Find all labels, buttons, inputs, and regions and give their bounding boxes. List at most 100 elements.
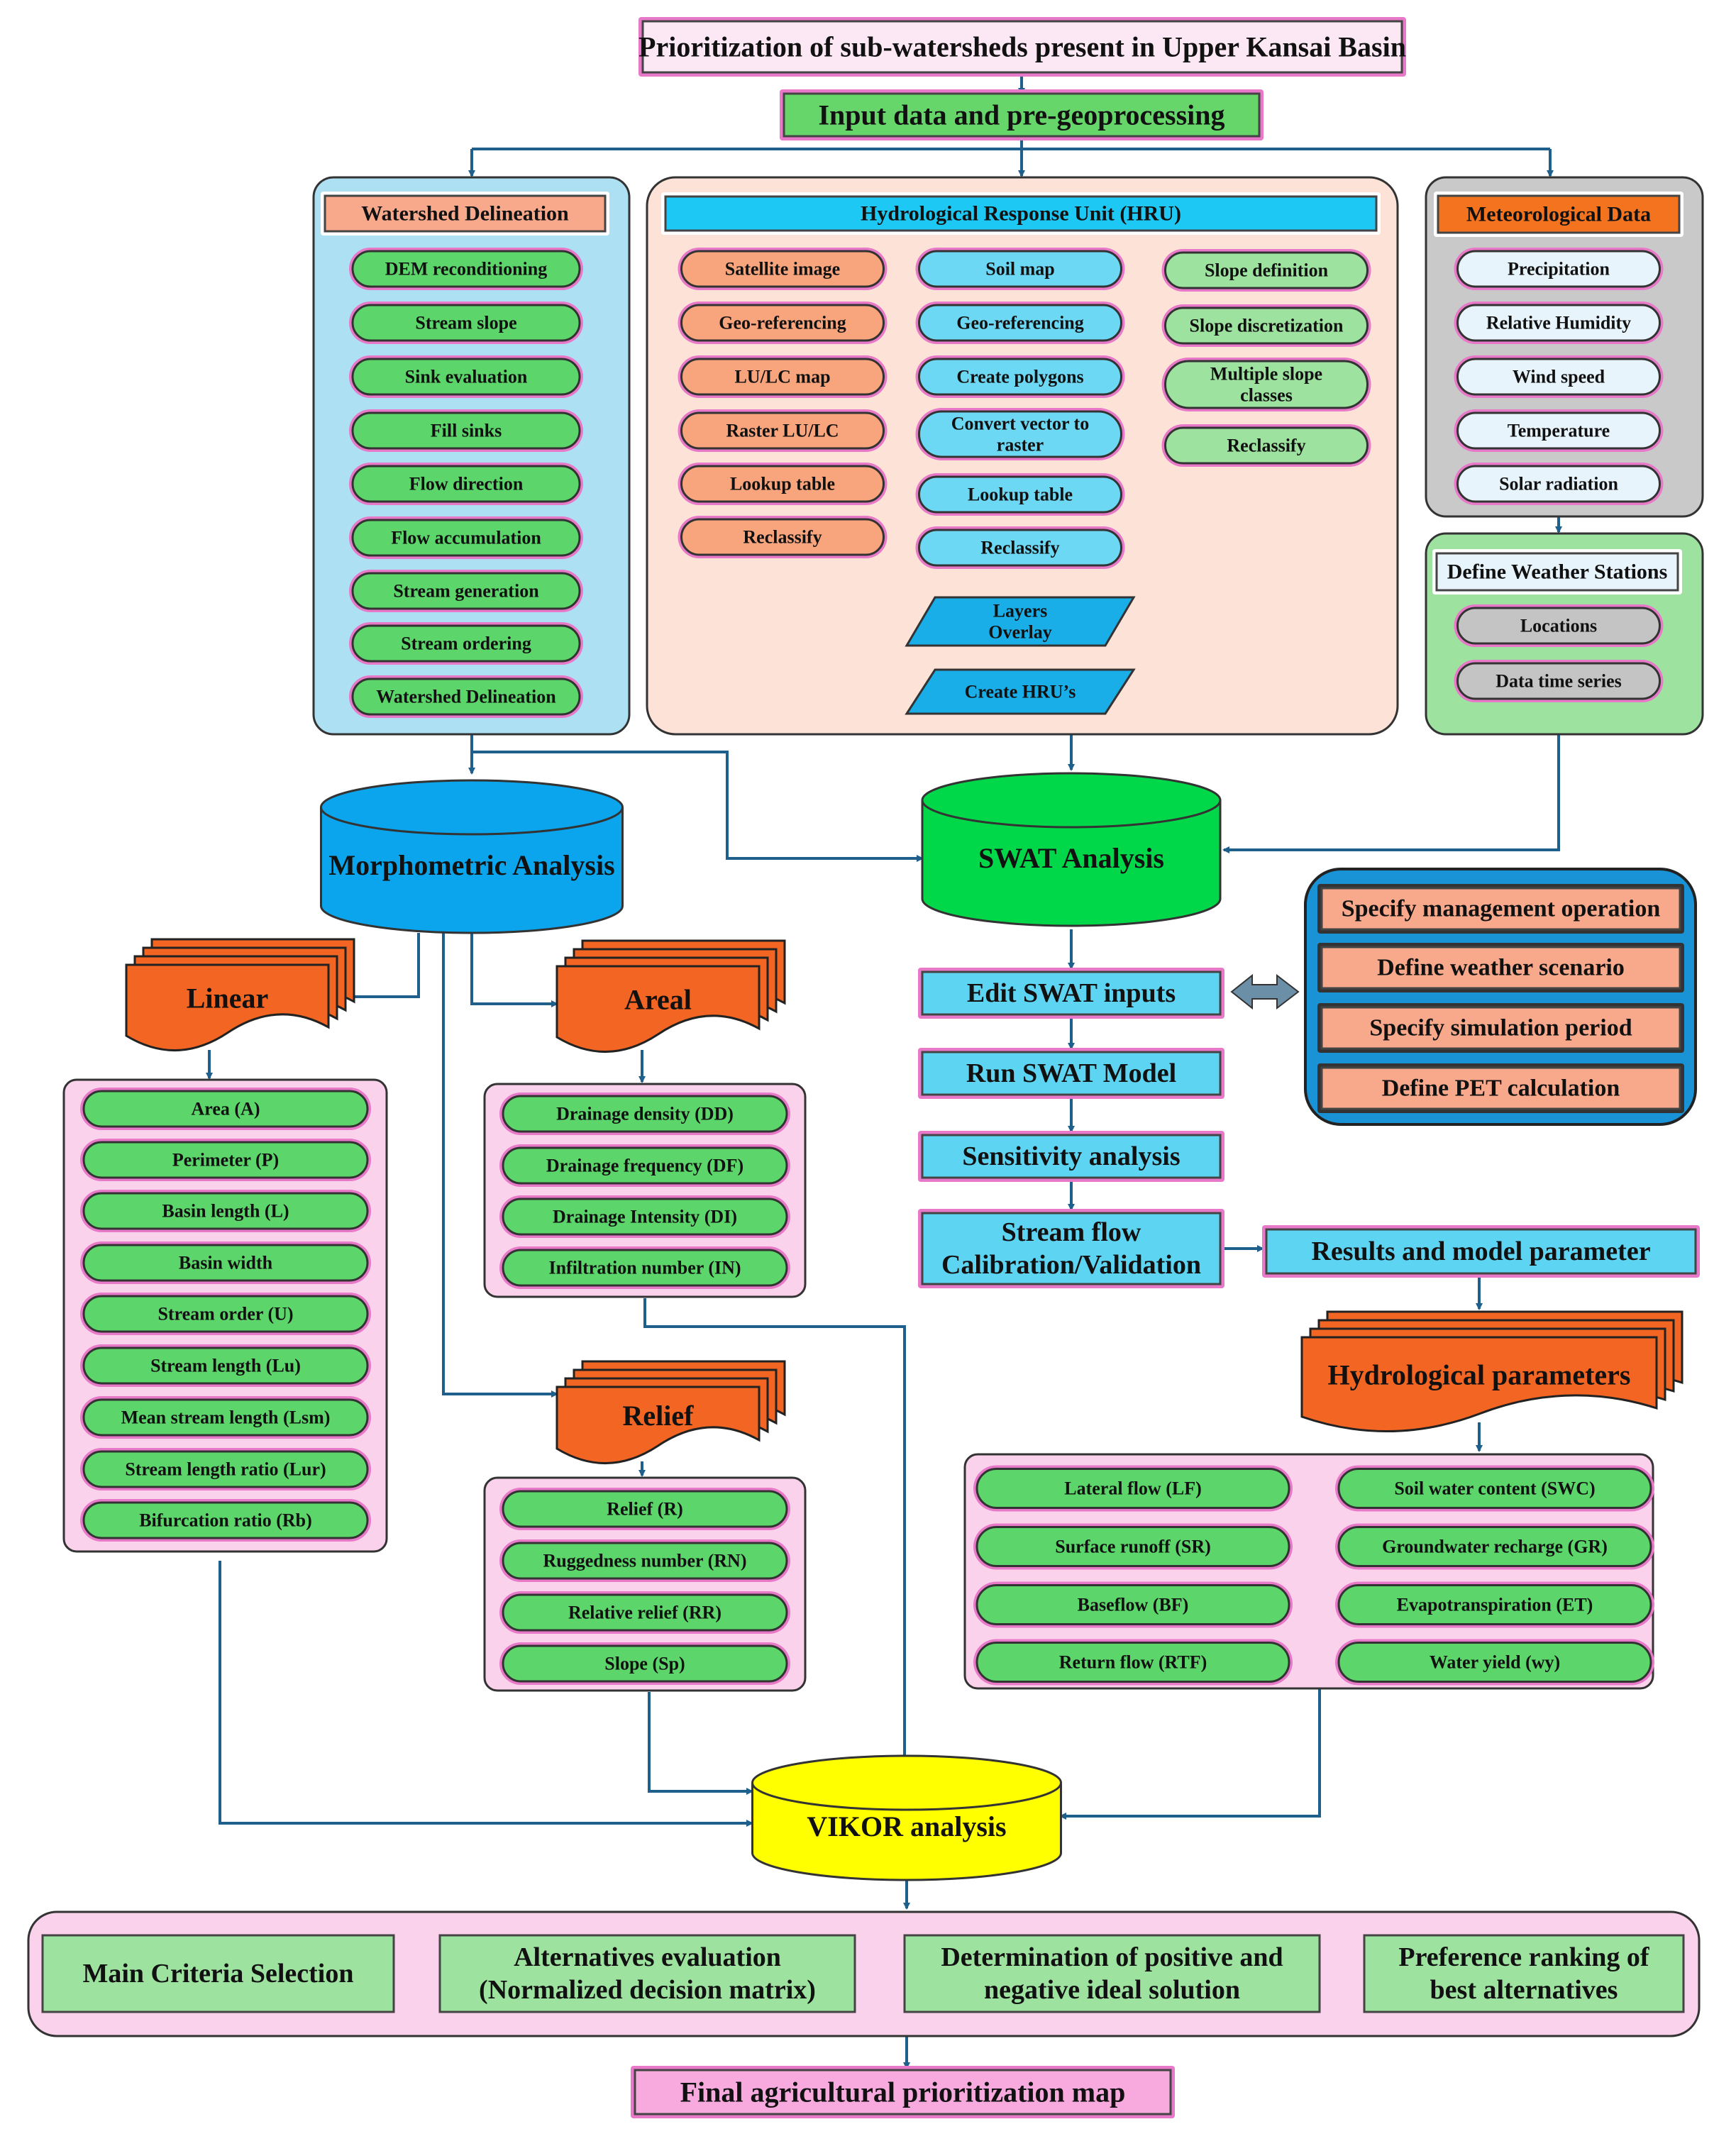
areal-param: Infiltration number (IN): [499, 1246, 790, 1289]
vikor-step: Alternatives evaluation(Normalized decis…: [438, 1934, 856, 2013]
hru-landuse-step-label: Reclassify: [743, 527, 822, 548]
meteo-item-label: Relative Humidity: [1486, 313, 1631, 333]
areal-panel: [483, 1083, 807, 1298]
hru-slope-step-label: Slope definition: [1205, 260, 1329, 281]
hydro-param-label: Soil water content (SWC): [1394, 1478, 1595, 1499]
watershed-step-label: Stream ordering: [401, 634, 531, 654]
relief-param: Ruggedness number (RN): [499, 1539, 790, 1582]
hydro-param-label: Baseflow (BF): [1078, 1595, 1189, 1615]
results-box-label: Results and model parameter: [1311, 1237, 1650, 1266]
vikor-step-label: best alternatives: [1430, 1975, 1618, 2005]
watershed-header: Watershed Delineation: [321, 192, 609, 236]
hydro-param: Surface runoff (SR): [973, 1523, 1293, 1570]
weather-header-label: Define Weather Stations: [1447, 560, 1668, 584]
connector-arrow: [1222, 734, 1560, 853]
hru-soil-step: Create polygons: [915, 355, 1125, 398]
vikor-cylinder-label: VIKOR analysis: [807, 1810, 1006, 1842]
layers-overlay-label: Overlay: [988, 621, 1052, 642]
hydro-param-label: Groundwater recharge (GR): [1382, 1537, 1608, 1557]
hru-landuse-step: Reclassify: [678, 516, 888, 558]
linear-doc-label: Linear: [187, 983, 269, 1014]
areal-param-label: Drainage density (DD): [556, 1104, 734, 1124]
linear-param: Perimeter (P): [80, 1139, 371, 1181]
watershed-header-label: Watershed Delineation: [361, 202, 569, 226]
meteo-item: Wind speed: [1454, 355, 1664, 398]
weather-item-label: Locations: [1520, 616, 1597, 636]
vikor-step: Main Criteria Selection: [41, 1934, 395, 2013]
hydro-panel: [963, 1453, 1654, 1690]
watershed-step: DEM reconditioning: [349, 248, 583, 290]
hru-slope-step-label: Multiple slope: [1210, 364, 1322, 385]
hydro-param: Return flow (RTF): [973, 1639, 1293, 1686]
connector-arrow: [648, 1692, 753, 1795]
watershed-step: Flow accumulation: [349, 516, 583, 559]
relief-doc: Relief: [555, 1360, 786, 1465]
linear-param: Bifurcation ratio (Rb): [80, 1499, 371, 1542]
linear-param: Stream length (Lu): [80, 1344, 371, 1387]
swat-option-label: Define weather scenario: [1377, 955, 1625, 981]
hru-landuse-step: Lookup table: [678, 463, 888, 505]
connector-arrow: [332, 933, 420, 1000]
meteo-item: Relative Humidity: [1454, 302, 1664, 344]
hydro-doc-label: Hydrological parameters: [1328, 1359, 1631, 1391]
swat-option: Define PET calculation: [1317, 1063, 1684, 1113]
areal-param: Drainage frequency (DF): [499, 1144, 790, 1187]
linear-param: Stream order (U): [80, 1293, 371, 1335]
input-box-label: Input data and pre-geoprocessing: [818, 99, 1224, 131]
areal-doc-label: Areal: [624, 984, 692, 1016]
hru-slope-step-label: Reclassify: [1227, 436, 1305, 456]
title-box-label: Prioritization of sub-watersheds present…: [638, 31, 1406, 63]
swat-step: Edit SWAT inputs: [918, 968, 1224, 1019]
hru-landuse-step: LU/LC map: [678, 355, 888, 398]
areal-param-label: Infiltration number (IN): [548, 1258, 741, 1278]
hru-soil-step-label: Create polygons: [956, 367, 1083, 387]
swat-option: Specify management operation: [1317, 884, 1684, 934]
meteo-item-label: Solar radiation: [1499, 474, 1618, 494]
hru-header-label: Hydrological Response Unit (HRU): [861, 202, 1181, 226]
linear-param: Stream length ratio (Lur): [80, 1448, 371, 1490]
hru-landuse-step-label: LU/LC map: [734, 367, 830, 387]
watershed-step-label: DEM reconditioning: [385, 259, 547, 280]
swat-option-label: Define PET calculation: [1382, 1075, 1620, 1102]
weather-item: Data time series: [1454, 660, 1664, 702]
connector-arrow: [643, 1298, 908, 1768]
swat-step-label: Edit SWAT inputs: [967, 978, 1176, 1008]
hydro-doc: Hydrological parameters: [1300, 1310, 1684, 1433]
meteo-item-label: Wind speed: [1513, 367, 1605, 387]
vikor-step-label: (Normalized decision matrix): [479, 1975, 816, 2005]
weather-header: Define Weather Stations: [1432, 549, 1682, 594]
meteo-item-label: Precipitation: [1508, 259, 1610, 280]
swat-cylinder-label: SWAT Analysis: [978, 842, 1164, 874]
swat-option: Specify simulation period: [1317, 1003, 1684, 1053]
linear-param-label: Basin length (L): [162, 1201, 289, 1222]
hru-landuse-step-label: Raster LU/LC: [726, 421, 839, 441]
meteo-header-label: Meteorological Data: [1466, 203, 1651, 226]
connector-arrow: [442, 933, 558, 1398]
linear-param-label: Stream length (Lu): [150, 1356, 301, 1376]
relief-param-label: Slope (Sp): [604, 1654, 685, 1674]
swat-option-label: Specify management operation: [1342, 896, 1661, 922]
swat-step: Run SWAT Model: [918, 1048, 1224, 1099]
hydro-param-label: Lateral flow (LF): [1064, 1478, 1202, 1499]
hru-soil-step: Reclassify: [915, 526, 1125, 569]
hru-soil-step-label: raster: [997, 434, 1044, 455]
linear-param-label: Perimeter (P): [172, 1150, 279, 1171]
hru-landuse-step-label: Satellite image: [725, 259, 840, 280]
hru-slope-step-label: Slope discretization: [1190, 316, 1344, 336]
meteo-item: Solar radiation: [1454, 463, 1664, 505]
hydro-param: Soil water content (SWC): [1335, 1465, 1654, 1512]
vikor-step-label: Alternatives evaluation: [514, 1942, 781, 1972]
swat-option: Define weather scenario: [1317, 943, 1684, 992]
meteo-item: Precipitation: [1454, 248, 1664, 290]
hru-slope-step: Slope discretization: [1161, 304, 1371, 347]
relief-param: Relief (R): [499, 1488, 790, 1530]
hru-header: Hydrological Response Unit (HRU): [661, 192, 1381, 235]
final-map-box: Final agricultural prioritization map: [631, 2066, 1175, 2118]
watershed-step-label: Fill sinks: [431, 421, 502, 441]
linear-param: Area (A): [80, 1088, 371, 1130]
hru-slope-step-label: classes: [1240, 385, 1293, 405]
